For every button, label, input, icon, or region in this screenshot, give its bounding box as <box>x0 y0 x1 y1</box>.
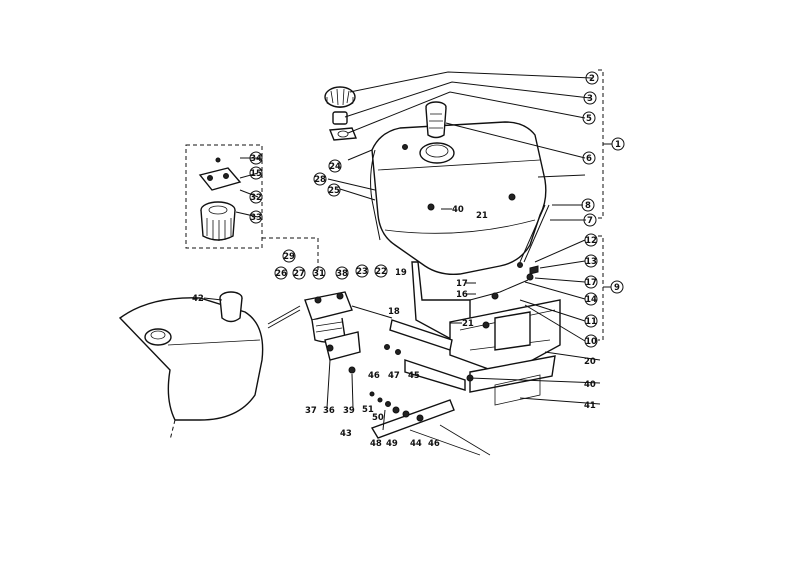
callout-7: 7 <box>583 213 597 227</box>
callout-24: 24 <box>328 159 342 173</box>
label-50: 50 <box>372 413 384 423</box>
label-21-top: 21 <box>476 211 488 221</box>
label-48: 48 <box>370 439 382 449</box>
callout-13: 13 <box>584 254 598 268</box>
callout-11: 11 <box>584 314 598 328</box>
callout-3: 3 <box>583 91 597 105</box>
secondary-tank <box>118 297 264 441</box>
svg-text:9: 9 <box>614 283 620 293</box>
label-40-top: 40 <box>452 205 464 215</box>
label-17: 17 <box>456 279 468 289</box>
svg-text:24: 24 <box>329 162 341 172</box>
label-43: 43 <box>340 429 352 439</box>
label-46-lower: 46 <box>428 439 440 449</box>
label-49: 49 <box>386 439 398 449</box>
inset-filter-head <box>198 157 242 191</box>
callout-15: 15 <box>249 166 263 180</box>
svg-text:13: 13 <box>585 257 597 267</box>
svg-text:27: 27 <box>293 269 305 279</box>
svg-text:28: 28 <box>314 175 326 185</box>
fuel-filter <box>304 291 353 343</box>
callout-28: 28 <box>313 172 327 186</box>
callout-group: 2 3 5 6 1 8 7 12 13 17 14 9 11 10 34 15 … <box>249 71 625 348</box>
callout-10: 10 <box>584 334 598 348</box>
svg-text:11: 11 <box>585 317 597 327</box>
svg-text:38: 38 <box>336 269 348 279</box>
callout-26: 26 <box>274 266 288 280</box>
inset-filter-cartridge <box>200 201 236 241</box>
callout-38: 38 <box>335 266 349 280</box>
tank-bracket-frame <box>389 261 561 406</box>
label-47: 47 <box>388 371 400 381</box>
svg-text:14: 14 <box>585 295 597 305</box>
callout-12: 12 <box>584 233 598 247</box>
callout-22: 22 <box>374 264 388 278</box>
label-44: 44 <box>410 439 422 449</box>
svg-text:32: 32 <box>250 193 262 203</box>
label-36: 36 <box>323 406 335 416</box>
callout-23: 23 <box>355 264 369 278</box>
callout-8: 8 <box>581 198 595 212</box>
tank-cap-42 <box>219 291 243 323</box>
callout-33: 33 <box>249 210 263 224</box>
callout-34: 34 <box>249 151 263 165</box>
svg-text:33: 33 <box>250 213 262 223</box>
callout-9: 9 <box>610 280 624 294</box>
label-37: 37 <box>305 406 317 416</box>
svg-text:8: 8 <box>585 201 591 211</box>
label-51: 51 <box>362 405 374 415</box>
svg-text:15: 15 <box>250 169 262 179</box>
brace-group-9 <box>598 235 611 341</box>
svg-text:6: 6 <box>586 154 592 164</box>
svg-text:23: 23 <box>356 267 368 277</box>
callout-31: 31 <box>312 266 326 280</box>
fuel-tank <box>370 121 547 276</box>
label-46-upper: 46 <box>368 371 380 381</box>
label-20: 20 <box>584 357 596 367</box>
callout-27: 27 <box>292 266 306 280</box>
plain-label-group: 40 21 19 17 16 21 18 20 40 41 42 46 47 4… <box>192 205 596 449</box>
svg-text:17: 17 <box>585 278 597 288</box>
filler-strainer <box>425 101 447 139</box>
svg-text:31: 31 <box>313 269 325 279</box>
callout-14: 14 <box>584 292 598 306</box>
filter-bracket <box>324 331 361 361</box>
svg-text:12: 12 <box>585 236 597 246</box>
bottom-hardware <box>348 344 491 456</box>
callout-1: 1 <box>611 137 625 151</box>
callout-6: 6 <box>582 151 596 165</box>
label-18: 18 <box>388 307 400 317</box>
callout-25: 25 <box>327 183 341 197</box>
leader-lines <box>203 71 601 431</box>
callout-17: 17 <box>584 275 598 289</box>
svg-text:34: 34 <box>250 154 262 164</box>
label-19: 19 <box>395 268 407 278</box>
label-16: 16 <box>456 290 468 300</box>
svg-text:29: 29 <box>283 252 295 262</box>
svg-text:22: 22 <box>375 267 387 277</box>
label-21-mid: 21 <box>462 319 474 329</box>
svg-text:25: 25 <box>328 186 340 196</box>
label-45: 45 <box>408 371 420 381</box>
callout-29: 29 <box>282 249 296 263</box>
svg-text:1: 1 <box>615 140 621 150</box>
cap-gasket <box>329 111 357 141</box>
label-41: 41 <box>584 401 596 411</box>
callout-2: 2 <box>585 71 599 85</box>
svg-text:26: 26 <box>275 269 287 279</box>
svg-text:3: 3 <box>587 94 593 104</box>
svg-text:7: 7 <box>587 216 593 226</box>
svg-text:10: 10 <box>585 337 597 347</box>
fuel-cap <box>324 86 356 108</box>
label-42: 42 <box>192 294 204 304</box>
svg-text:2: 2 <box>589 74 595 84</box>
callout-5: 5 <box>582 111 596 125</box>
label-39: 39 <box>343 406 355 416</box>
label-40-bottom: 40 <box>584 380 596 390</box>
brace-group-1 <box>598 69 612 219</box>
svg-text:5: 5 <box>586 114 592 124</box>
callout-32: 32 <box>249 190 263 204</box>
